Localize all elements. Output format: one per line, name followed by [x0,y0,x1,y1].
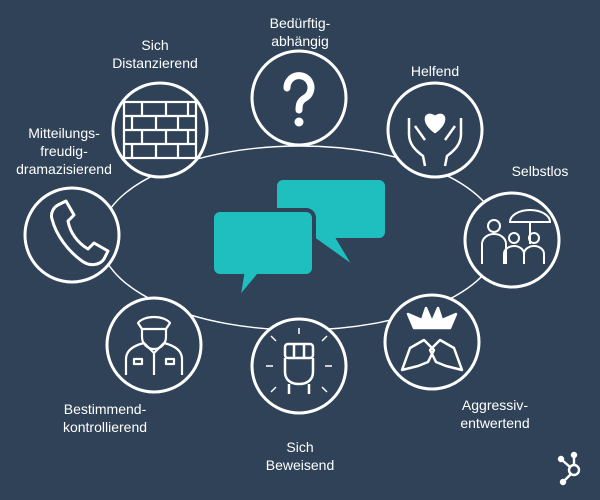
fists-clash-icon [400,306,464,372]
phone-icon [50,199,110,267]
question-mark-icon [283,72,315,127]
raised-fist-icon [266,328,332,394]
officer-icon [124,315,184,375]
label-bestimmend: Bestimmend-kontrollierend [62,401,148,435]
node-circle-bestimmend [105,296,203,394]
label-selbstlos: Selbstlos [511,163,569,179]
speech-bubbles-icon [210,176,389,307]
heart-in-hands-icon [407,113,463,167]
label-helfend: Helfend [410,63,460,79]
node-circle-aggressiv [383,293,481,391]
label-beduerftig: Bedürftig-abhängig [269,15,331,49]
label-mitteilungs: Mitteilungs-freudig-dramazisierend [16,125,112,177]
node-circle-selbstlos [463,191,561,289]
node-circle-beweisend [250,317,348,415]
brick-wall-icon [122,100,198,160]
node-circle-beduerftig [250,49,348,147]
label-aggressiv: Aggressiv-entwertend [460,397,530,431]
family-umbrella-icon [481,209,552,264]
hubspot-logo-icon [557,451,581,486]
